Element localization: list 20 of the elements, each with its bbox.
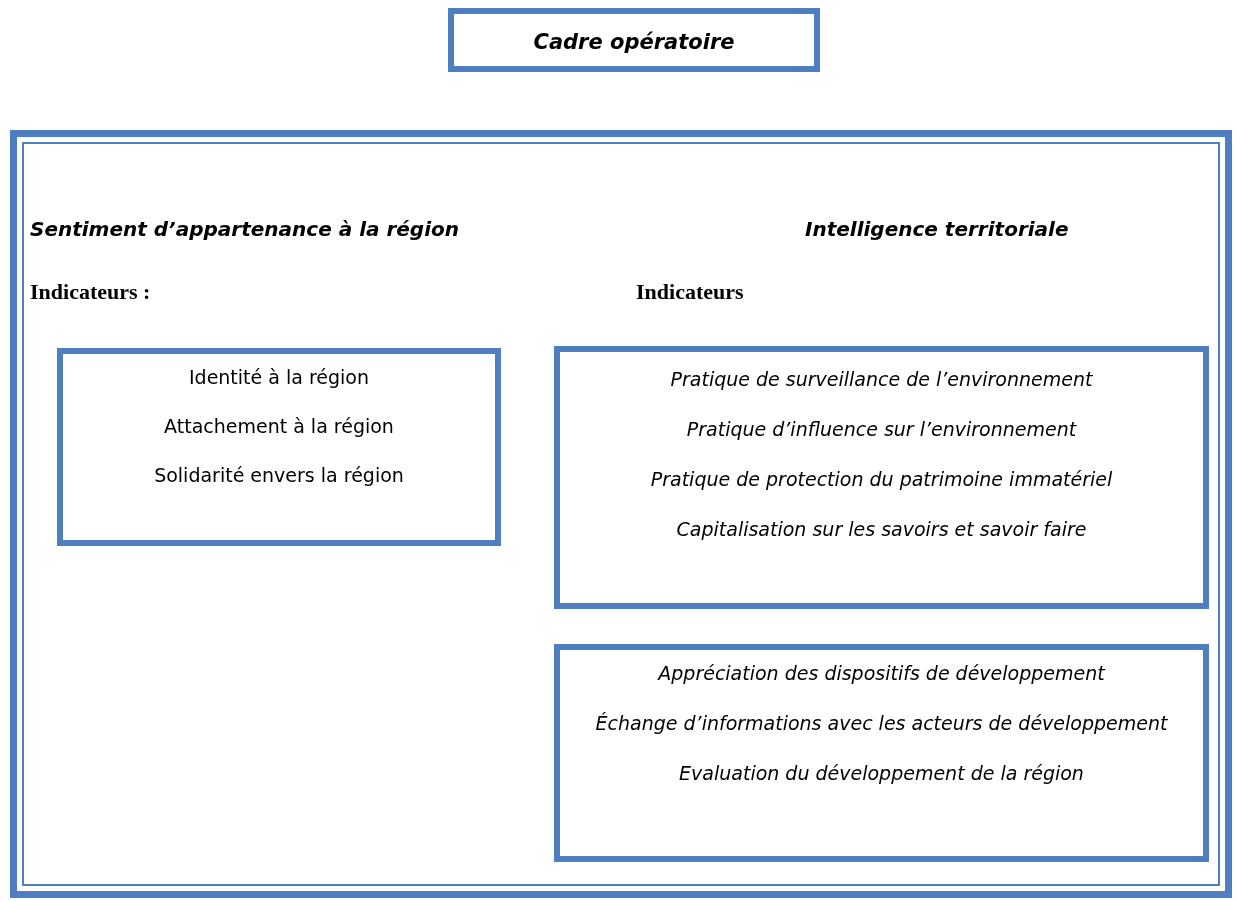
title-box [448,8,820,72]
concept-heading: Sentiment d’appartenance à la région [30,217,460,241]
indicator-text: Échange d’informations avec les acteurs de développement [595,712,1168,734]
indicator-text: Attachement à la région [164,415,394,437]
concept-heading: Intelligence territoriale [805,217,1069,241]
indicator-text: Solidarité envers la région [154,464,404,486]
indicator-text: Identité à la région [188,366,369,388]
frame-box [10,130,1232,898]
indicator-box [554,346,1209,609]
indicator-box [57,348,501,546]
indicator-text: Pratique de surveillance de l’environnement [670,368,1093,390]
indicator-box [554,644,1209,862]
indicators-heading: Indicateurs : [30,279,151,305]
title-text: Cadre opératoire [533,30,735,54]
indicator-text: Pratique d’influence sur l’environnement [686,418,1077,440]
indicator-text: Appréciation des dispositifs de développement [658,662,1105,684]
indicator-text: Evaluation du développement de la région [679,762,1084,784]
indicator-text: Capitalisation sur les savoirs et savoir faire [676,518,1087,540]
indicators-heading: Indicateurs [636,279,744,305]
indicator-text: Pratique de protection du patrimoine immatériel [650,468,1113,490]
